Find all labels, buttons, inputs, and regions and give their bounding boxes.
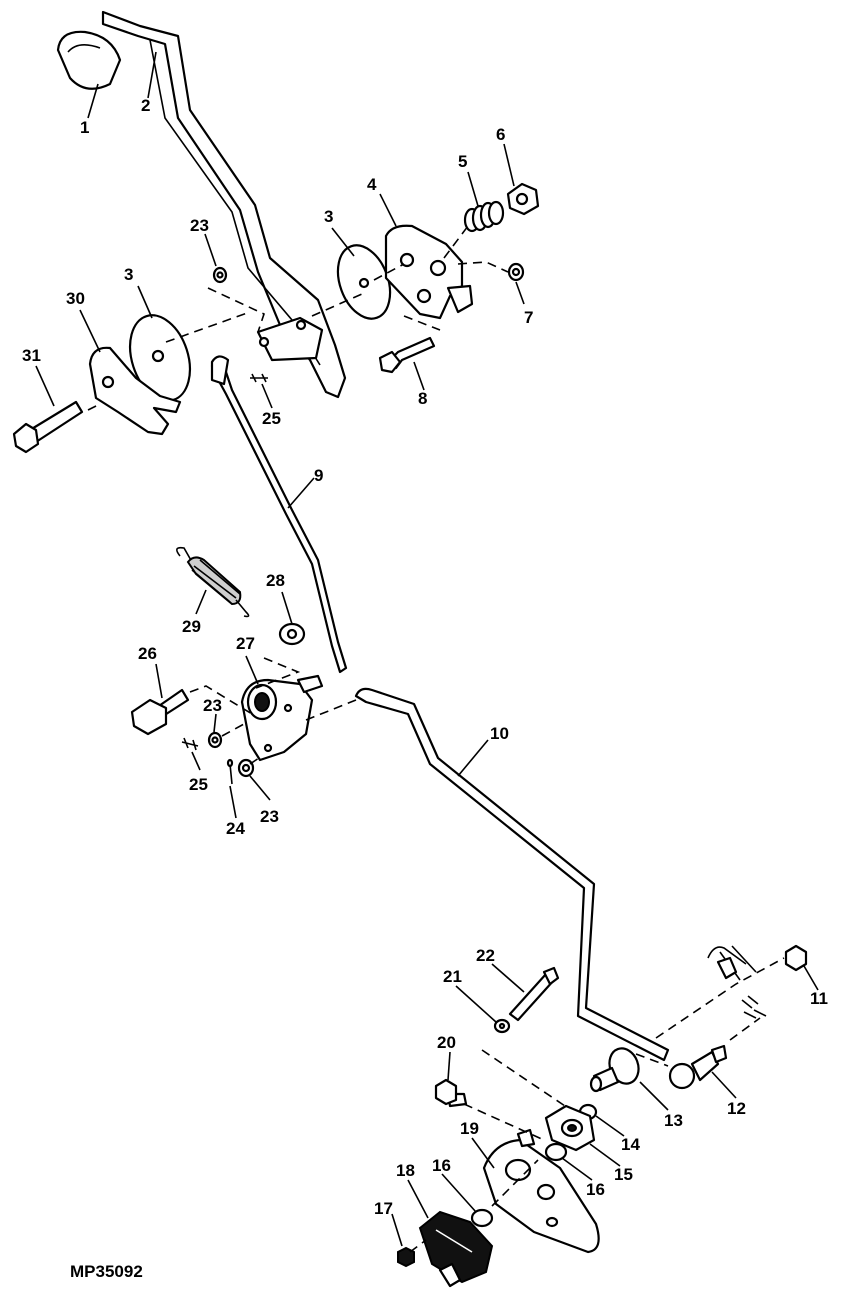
callout-11: 11	[810, 989, 828, 1008]
callout-labels: 1 2 3 4 5 6 7 8 9 10 11 12 13 14 15 16 1…	[22, 96, 828, 1218]
lever-knob	[56, 30, 122, 90]
callout-21: 21	[443, 967, 462, 986]
control-rod-9	[210, 355, 348, 674]
callout-14: 14	[621, 1135, 640, 1154]
callout-15: 15	[614, 1165, 633, 1184]
callout-30: 30	[66, 289, 85, 308]
rod-end-detail	[707, 945, 767, 1019]
figure-code: MP35092	[70, 1262, 143, 1281]
extension-spring	[176, 546, 250, 618]
ball-joint-12	[668, 1044, 728, 1090]
callout-5: 5	[458, 152, 467, 171]
callout-23-top: 23	[190, 216, 209, 235]
callout-22: 22	[476, 946, 495, 965]
callout-25-top: 25	[262, 409, 281, 428]
callout-19: 19	[460, 1119, 479, 1138]
lock-nut-7	[507, 262, 525, 282]
control-lever	[101, 10, 347, 399]
washer-16-left	[470, 1208, 494, 1228]
cam-bushing-15	[544, 1104, 596, 1152]
callout-25-bottom: 25	[189, 775, 208, 794]
callout-23-left: 23	[203, 696, 222, 715]
compression-spring	[463, 200, 505, 233]
callout-26: 26	[138, 644, 157, 663]
callout-20: 20	[437, 1033, 456, 1052]
alignment-lines	[87, 225, 785, 1253]
hex-bolt-31	[12, 400, 84, 454]
callout-4: 4	[367, 175, 377, 194]
lock-nut-17	[397, 1246, 415, 1268]
callout-6: 6	[496, 125, 505, 144]
callout-18: 18	[396, 1161, 415, 1180]
callout-3-upper: 3	[324, 207, 333, 226]
pivot-bracket	[384, 224, 474, 320]
safety-switch-18	[418, 1210, 494, 1288]
callout-28: 28	[266, 571, 285, 590]
flange-bolt-20	[434, 1078, 468, 1108]
callout-8: 8	[418, 389, 427, 408]
spring-clip-25-top	[250, 373, 268, 383]
callout-23-bottom: 23	[260, 807, 279, 826]
ball-stud-13	[589, 1047, 640, 1093]
callout-12: 12	[727, 1099, 746, 1118]
callout-29: 29	[182, 617, 201, 636]
callout-27: 27	[236, 634, 255, 653]
washer-23-bottom	[237, 758, 255, 778]
washer-23-left	[207, 731, 223, 749]
callout-31: 31	[22, 346, 41, 365]
control-rod-10	[354, 687, 670, 1062]
callout-13: 13	[664, 1111, 683, 1130]
mounting-plate	[88, 346, 182, 436]
washer-23-top	[212, 266, 228, 284]
lock-nut-6	[506, 182, 540, 216]
long-bolt-22	[508, 966, 560, 1022]
mounting-plate-19	[482, 1128, 600, 1254]
pivot-arm	[240, 674, 324, 762]
callout-17: 17	[374, 1199, 393, 1218]
cotter-pin-24	[226, 758, 234, 785]
callout-16-right: 16	[586, 1180, 605, 1199]
callout-10: 10	[490, 724, 509, 743]
flange-nut-28	[278, 622, 306, 646]
spring-clip-25-bottom	[181, 737, 199, 751]
callout-1: 1	[80, 118, 89, 137]
leader-lines	[35, 51, 819, 1247]
callout-3-lower: 3	[124, 265, 133, 284]
carriage-bolt-8	[378, 336, 436, 374]
callout-16-left: 16	[432, 1156, 451, 1175]
shoulder-bolt-26	[130, 688, 190, 736]
lock-nut-11	[784, 944, 808, 972]
washer-21	[493, 1018, 511, 1034]
callout-7: 7	[524, 308, 533, 327]
callout-2: 2	[141, 96, 150, 115]
callout-24: 24	[226, 819, 245, 838]
callout-9: 9	[314, 466, 323, 485]
washer-16-right	[544, 1142, 568, 1162]
